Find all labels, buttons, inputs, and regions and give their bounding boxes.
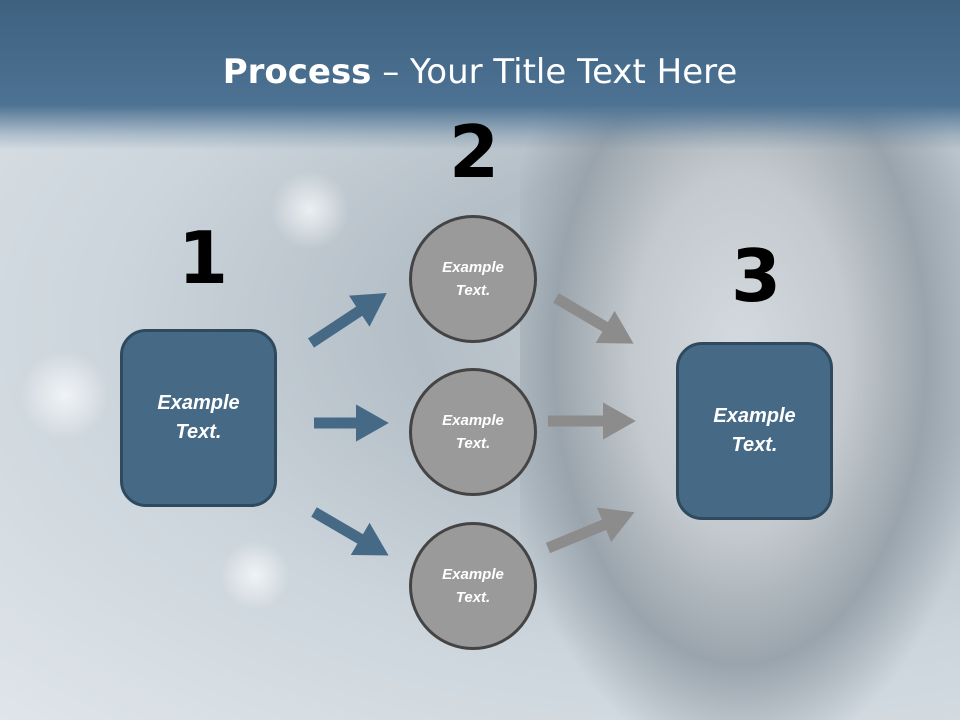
step-number-1: 1 xyxy=(178,216,229,300)
background-light xyxy=(220,540,290,610)
arrow-1-to-2-top xyxy=(307,293,387,348)
step-2-circle-top: Example Text. xyxy=(409,215,537,343)
arrow-2-bottom-to-3 xyxy=(545,507,635,554)
background-light xyxy=(20,350,110,440)
title-bar xyxy=(0,0,960,150)
arrow-1-to-2-bottom xyxy=(311,507,389,556)
step-1-box: Example Text. xyxy=(120,329,277,507)
step-number-3: 3 xyxy=(731,234,782,318)
arrow-2-top-to-3 xyxy=(553,293,634,344)
slide-title: Process – Your Title Text Here xyxy=(0,52,960,92)
title-rest: – Your Title Text Here xyxy=(371,52,738,92)
step-2-circle-bottom: Example Text. xyxy=(409,522,537,650)
step-3-box: Example Text. xyxy=(676,342,833,520)
step-number-2: 2 xyxy=(449,110,500,194)
title-bold: Process xyxy=(222,52,372,92)
step-2-circle-middle: Example Text. xyxy=(409,368,537,496)
background-light xyxy=(270,170,350,250)
